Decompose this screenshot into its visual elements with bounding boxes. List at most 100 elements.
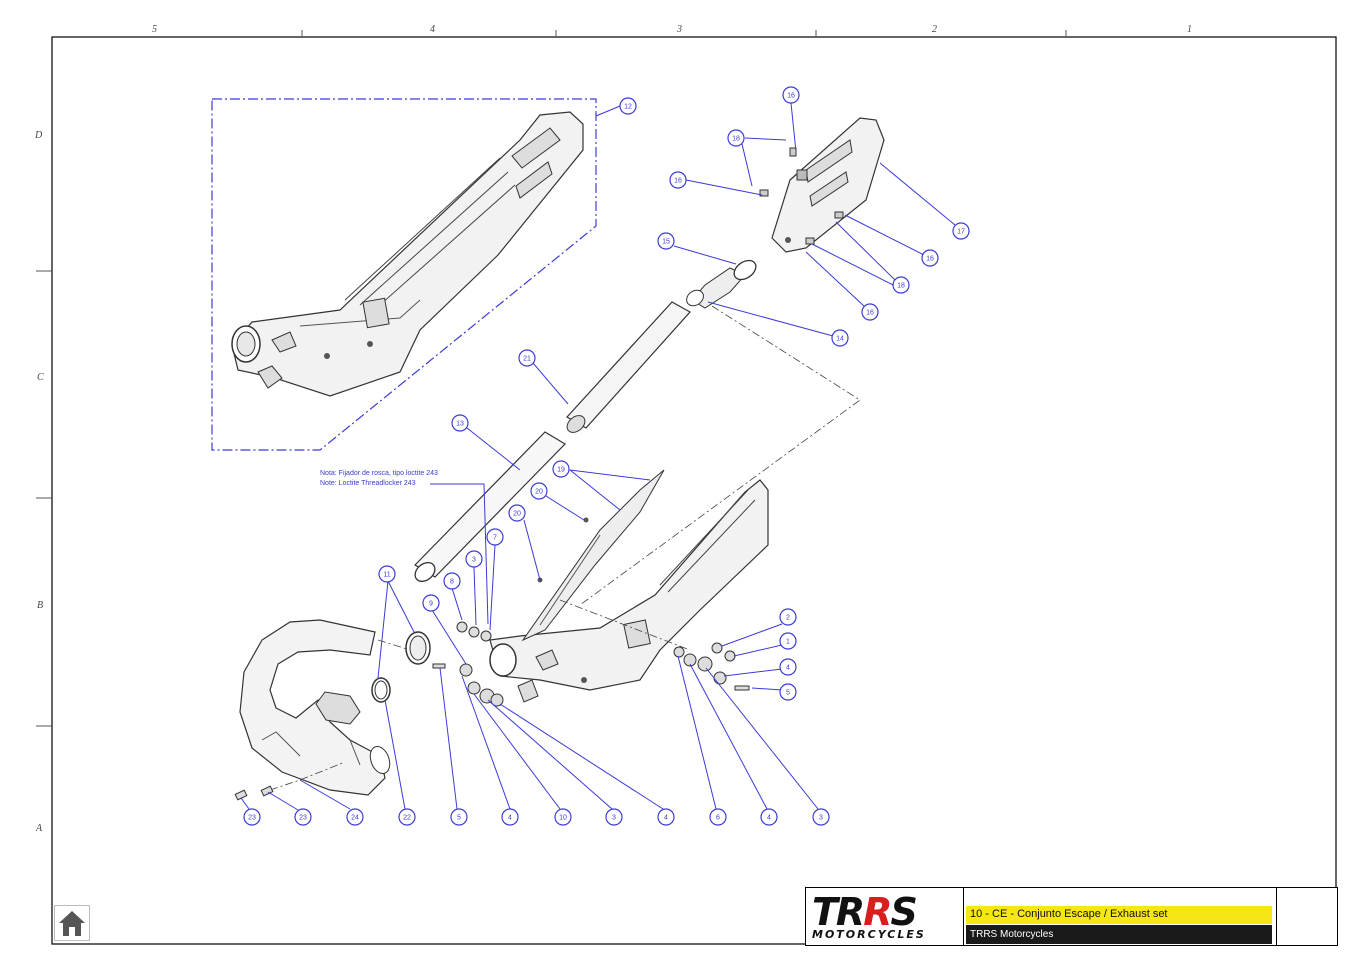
zone-label-top: 2 bbox=[932, 24, 937, 35]
balloon-circle bbox=[861, 303, 879, 321]
balloon-circle bbox=[508, 504, 526, 522]
drawing-title: 10 - CE - Conjunto Escape / Exhaust set bbox=[970, 908, 1168, 920]
part-balloon: 5 bbox=[779, 683, 797, 701]
balloon-circle bbox=[892, 276, 910, 294]
balloon-circle bbox=[486, 528, 504, 546]
balloon-circle bbox=[450, 808, 468, 826]
balloon-circle bbox=[779, 632, 797, 650]
part-balloon: 16 bbox=[782, 86, 800, 104]
balloon-circle bbox=[422, 594, 440, 612]
part-balloon: 4 bbox=[657, 808, 675, 826]
zone-label-top: 3 bbox=[677, 24, 682, 35]
balloon-label: 14 bbox=[836, 336, 844, 343]
brand-logo: TRRS MOTORCYCLES bbox=[806, 888, 964, 945]
balloon-circle bbox=[709, 808, 727, 826]
logo-letter: R bbox=[863, 890, 892, 934]
part-balloon: 10 bbox=[554, 808, 572, 826]
part-balloon: 16 bbox=[921, 249, 939, 267]
balloon-circle bbox=[605, 808, 623, 826]
part-balloon: 3 bbox=[465, 550, 483, 568]
balloon-circle bbox=[952, 222, 970, 240]
logo-subtitle: MOTORCYCLES bbox=[812, 928, 926, 941]
part-balloon: 18 bbox=[892, 276, 910, 294]
balloon-circle bbox=[782, 86, 800, 104]
balloon-circle bbox=[657, 808, 675, 826]
zone-label-left: C bbox=[37, 372, 44, 383]
title-block: TRRS MOTORCYCLES 10 - CE - Conjunto Esca… bbox=[805, 887, 1338, 946]
balloon-label: 11 bbox=[383, 572, 390, 579]
home-button[interactable] bbox=[54, 905, 90, 941]
part-balloon: 9 bbox=[422, 594, 440, 612]
part-balloon: 23 bbox=[294, 808, 312, 826]
part-balloon: 6 bbox=[709, 808, 727, 826]
header-pipe-part bbox=[239, 619, 391, 796]
part-balloon: 20 bbox=[530, 482, 548, 500]
balloon-circle bbox=[669, 171, 687, 189]
part-balloon: 5 bbox=[450, 808, 468, 826]
balloon-label: 9 bbox=[429, 601, 433, 608]
part-balloon: 13 bbox=[451, 414, 469, 432]
drawing-frame bbox=[51, 36, 1337, 945]
balloon-label: 4 bbox=[508, 815, 512, 822]
part-balloons: 1216181617161816151421131920207381192145… bbox=[243, 86, 970, 826]
balloon-circle bbox=[657, 232, 675, 250]
part-balloon: 3 bbox=[812, 808, 830, 826]
part-balloon: 18 bbox=[727, 129, 745, 147]
balloon-label: 23 bbox=[248, 815, 256, 822]
balloon-label: 23 bbox=[299, 815, 307, 822]
leader-lines bbox=[240, 102, 956, 811]
balloon-label: 16 bbox=[674, 178, 682, 185]
balloon-label: 5 bbox=[786, 690, 790, 697]
main-silencer-part bbox=[489, 469, 769, 703]
balloon-label: 17 bbox=[957, 229, 965, 236]
balloon-circle bbox=[294, 808, 312, 826]
balloon-circle bbox=[378, 565, 396, 583]
part-balloon: 8 bbox=[443, 572, 461, 590]
zone-label-top: 5 bbox=[152, 24, 157, 35]
balloon-label: 1 bbox=[786, 639, 790, 646]
zone-label-top: 4 bbox=[430, 24, 435, 35]
balloon-label: 22 bbox=[403, 815, 411, 822]
balloon-label: 18 bbox=[732, 136, 740, 143]
part-balloon: 4 bbox=[779, 658, 797, 676]
part-balloon: 4 bbox=[501, 808, 519, 826]
threadlocker-note-en: Note: Loctite Threadlocker 243 bbox=[320, 480, 416, 487]
balloon-circle bbox=[501, 808, 519, 826]
company-bar bbox=[966, 925, 1272, 944]
balloon-label: 4 bbox=[786, 665, 790, 672]
zone-label-top: 1 bbox=[1187, 24, 1192, 35]
zone-label-left: B bbox=[37, 600, 44, 611]
balloon-label: 12 bbox=[624, 104, 632, 111]
part-balloon: 3 bbox=[605, 808, 623, 826]
balloon-label: 4 bbox=[767, 815, 771, 822]
balloon-label: 5 bbox=[457, 815, 461, 822]
part-balloon: 7 bbox=[486, 528, 504, 546]
zone-label-left: A bbox=[36, 823, 43, 834]
link-pipes bbox=[414, 259, 757, 583]
balloon-label: 16 bbox=[787, 93, 795, 100]
balloon-label: 20 bbox=[535, 489, 543, 496]
balloon-label: 4 bbox=[664, 815, 668, 822]
balloon-label: 19 bbox=[557, 467, 565, 474]
balloon-label: 16 bbox=[866, 310, 874, 317]
part-balloon: 2 bbox=[779, 608, 797, 626]
gaskets bbox=[371, 631, 431, 703]
part-balloon: 19 bbox=[552, 460, 570, 478]
balloon-label: 24 bbox=[351, 815, 359, 822]
title-bar bbox=[966, 906, 1272, 924]
badge-cell bbox=[1276, 888, 1338, 945]
part-balloon: 16 bbox=[669, 171, 687, 189]
balloon-circle bbox=[779, 658, 797, 676]
part-balloon: 23 bbox=[243, 808, 261, 826]
part-balloon: 21 bbox=[518, 349, 536, 367]
balloon-label: 13 bbox=[456, 421, 464, 428]
balloon-label: 21 bbox=[523, 356, 531, 363]
part-balloon: 11 bbox=[378, 565, 396, 583]
end-cap-part bbox=[771, 117, 885, 253]
zone-ticks bbox=[36, 30, 1067, 727]
part-balloon: 1 bbox=[779, 632, 797, 650]
balloon-label: 8 bbox=[450, 579, 454, 586]
balloon-label: 7 bbox=[493, 535, 497, 542]
part-balloon: 14 bbox=[831, 329, 849, 347]
